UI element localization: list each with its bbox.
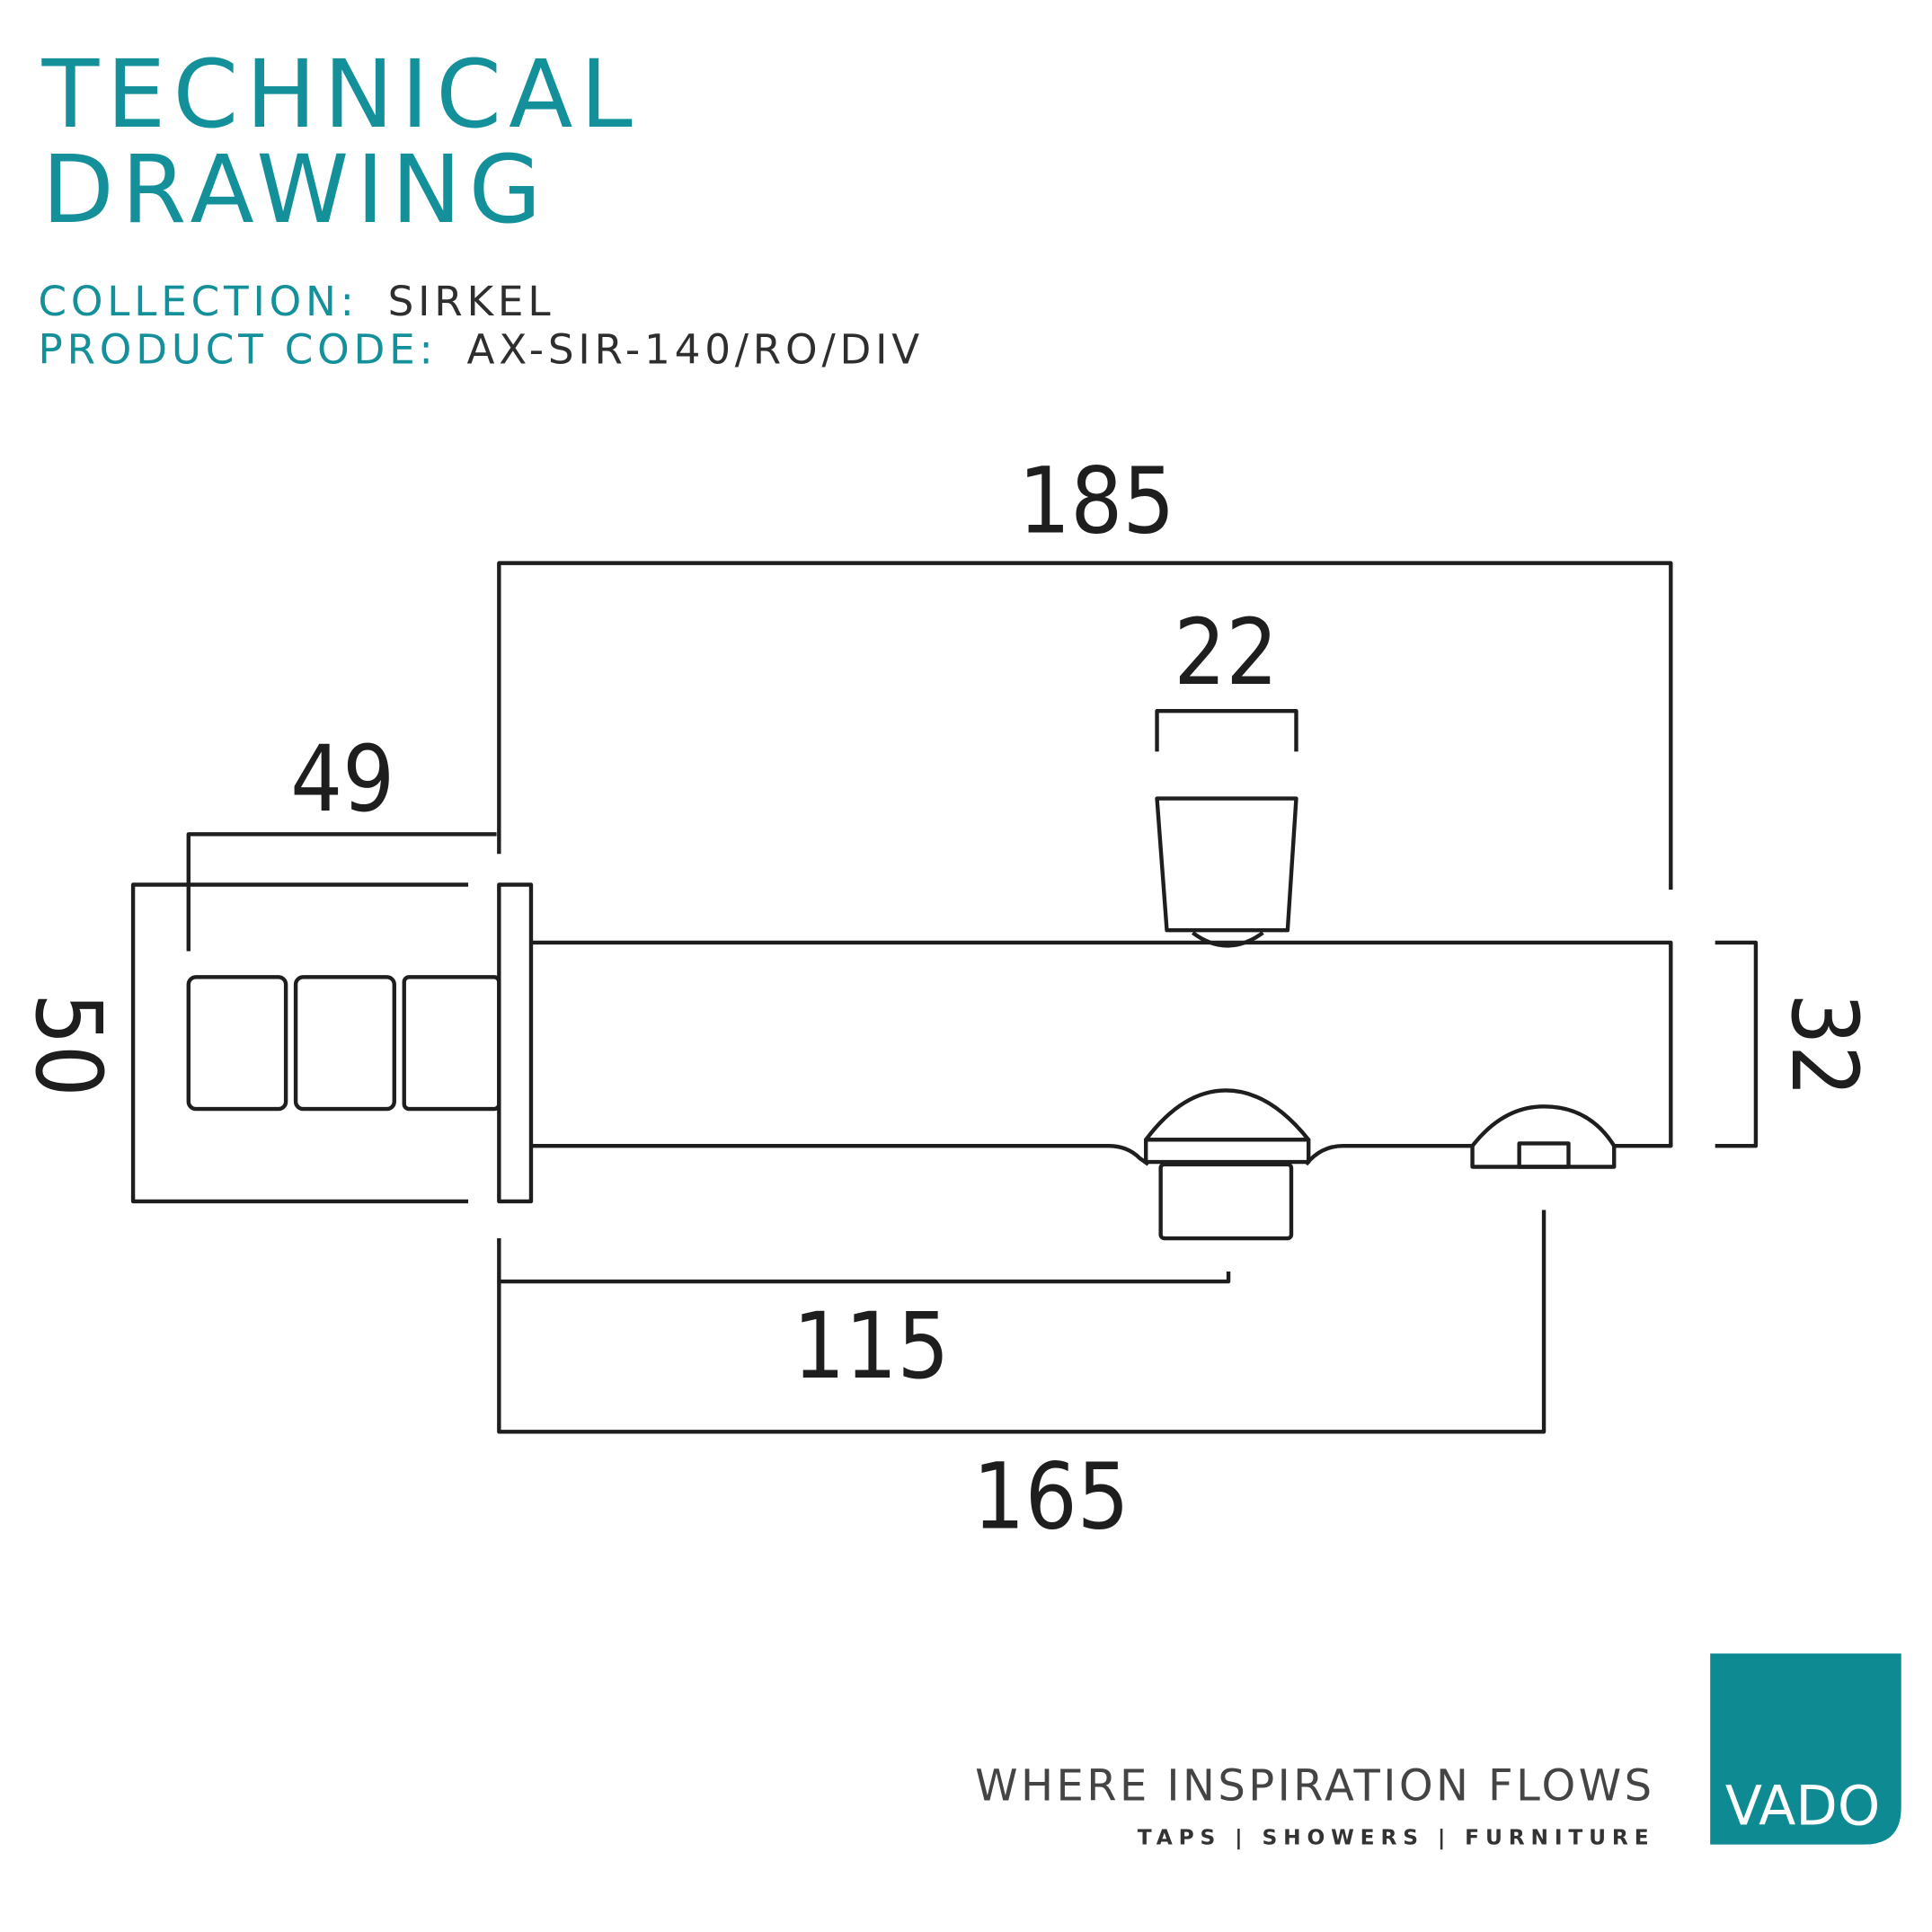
dimension-label-22: 22 [1174, 599, 1278, 705]
diverter-dome [1143, 1088, 1311, 1142]
vado-logo: VADO [1710, 1653, 1901, 1845]
outlet-dome [1470, 1104, 1617, 1169]
title-line-1: TECHNICAL [41, 40, 640, 149]
product-code-line: PRODUCT CODE: AX-SIR-140/RO/DIV [39, 325, 925, 373]
bath-spout-outline [186, 796, 1673, 1241]
dimension-32: 32 [1715, 940, 1877, 1148]
diverter-handle [1155, 796, 1298, 933]
logo-text: VADO [1725, 1776, 1881, 1839]
dimension-50: 50 [15, 882, 469, 1204]
logo-badge [1710, 1653, 1901, 1845]
spout-top-edge [530, 940, 1673, 1148]
collection-label: COLLECTION: [39, 278, 359, 325]
body-segment [293, 975, 396, 1112]
dimension-label-165: 165 [973, 1443, 1130, 1549]
dimension-185: 185 [497, 448, 1673, 890]
product-code-value: AX-SIR-140/RO/DIV [466, 325, 924, 373]
tagline: WHERE INSPIRATION FLOWS [975, 1760, 1654, 1811]
dimension-label-49: 49 [290, 726, 394, 832]
dimension-49: 49 [186, 726, 497, 952]
dimension-label-115: 115 [793, 1293, 949, 1399]
wall-flange [497, 882, 534, 1204]
subline: TAPS | SHOWERS | FURNITURE [1138, 1826, 1655, 1850]
title-line-2: DRAWING [42, 135, 549, 244]
dimension-label-50: 50 [15, 993, 121, 1097]
body-segment [186, 975, 288, 1112]
dimension-165: 165 [497, 1210, 1546, 1549]
dimension-115: 115 [497, 1238, 1231, 1399]
diverter-base [1158, 1162, 1294, 1241]
body-segment [402, 975, 501, 1112]
dimension-22: 22 [1155, 599, 1298, 752]
collection-value: SIRKEL [388, 278, 555, 325]
product-code-label: PRODUCT CODE: [39, 325, 438, 373]
collection-line: COLLECTION: SIRKEL [39, 278, 555, 325]
spout-bottom-edge [530, 1143, 1150, 1166]
dimension-label-185: 185 [1018, 448, 1174, 554]
dimension-label-32: 32 [1771, 993, 1877, 1097]
